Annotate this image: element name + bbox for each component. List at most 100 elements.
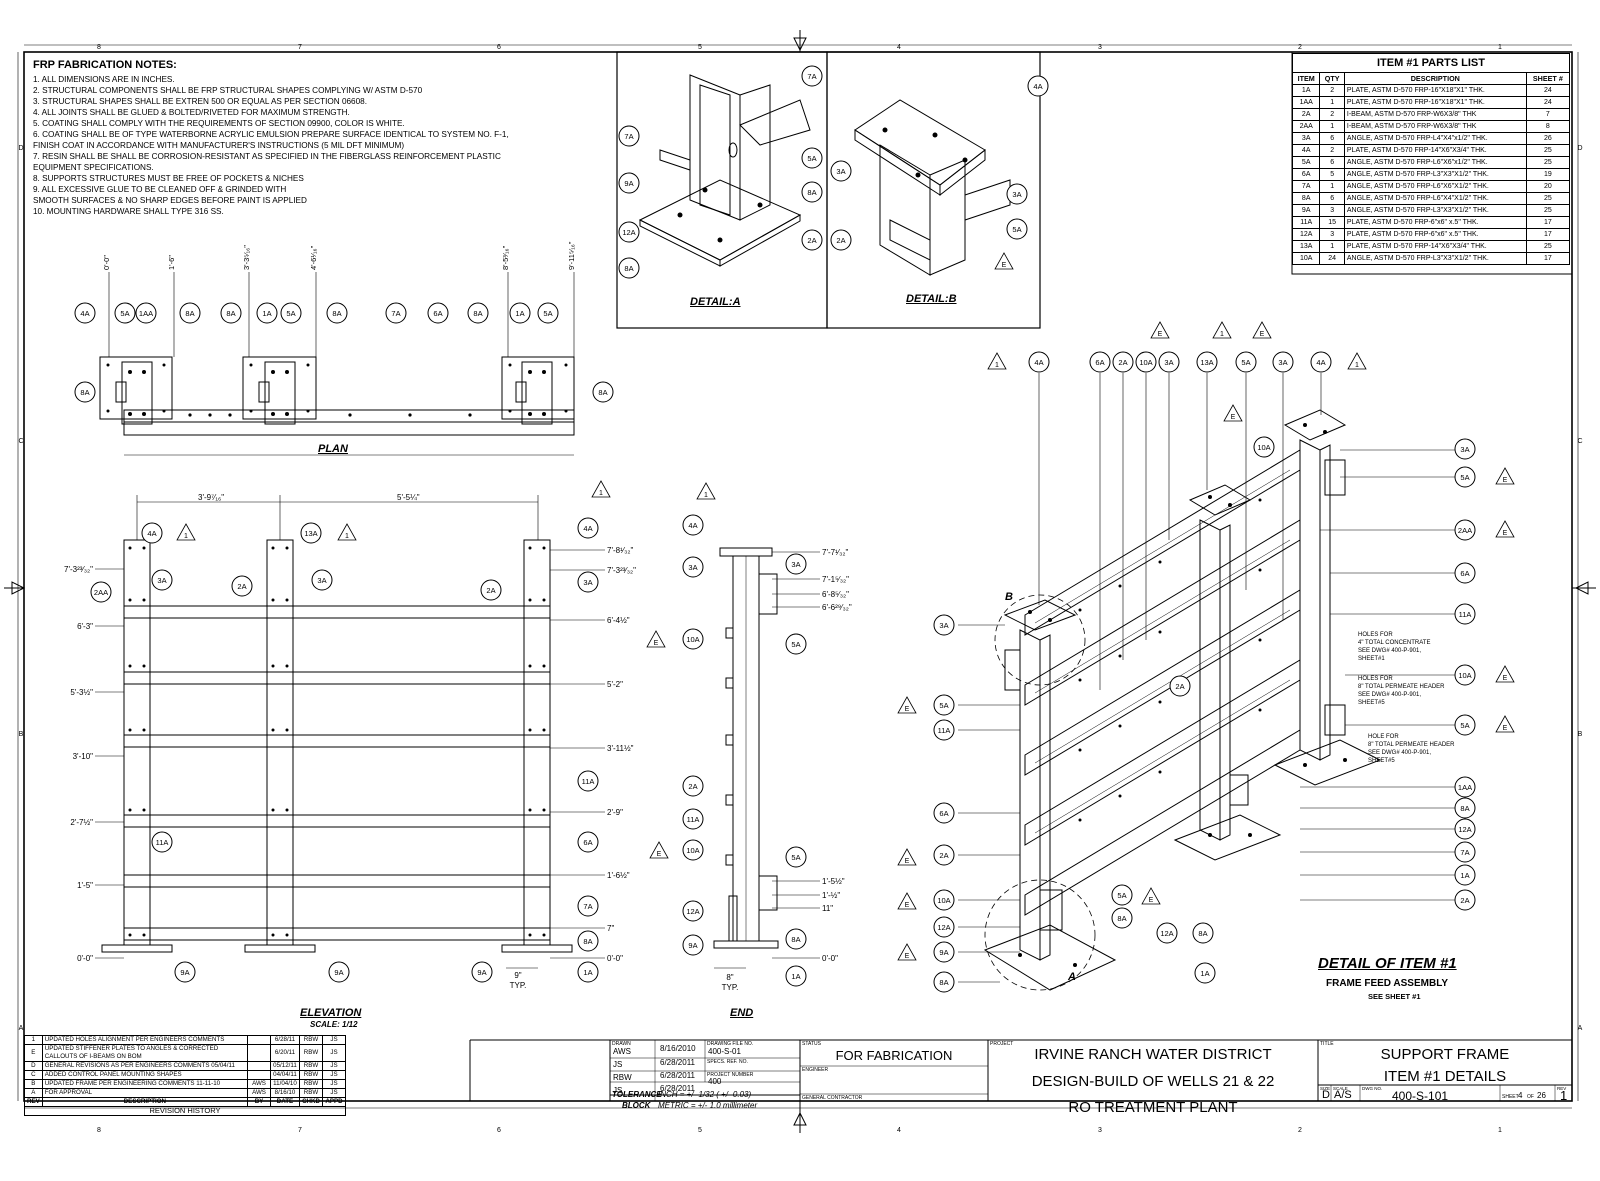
revision-triangle: E — [897, 892, 917, 910]
status-label: STATUS — [802, 1041, 821, 1047]
revision-mark: E — [1260, 331, 1265, 338]
revision-triangle: E — [1141, 887, 1161, 905]
rev-description: UPDATED HOLES ALIGNMENT PER ENGINEERS CO… — [41, 1035, 249, 1045]
iso-callout: 3A — [1454, 438, 1476, 460]
hole-note-line: 8" TOTAL PERMEATE HEADER — [1368, 742, 1455, 748]
elevation-holes — [128, 546, 546, 937]
sheet-label: SHEET — [1502, 1094, 1519, 1100]
item-callout: 2A — [480, 579, 502, 601]
item-callout: 9A — [682, 934, 704, 956]
item-callout: 2A — [231, 575, 253, 597]
part-description: ANGLE, ASTM D-570 FRP-L6"X6"x1/2" THK. — [1343, 156, 1527, 169]
callout-label: 11A — [687, 815, 700, 824]
item-callout: 2A — [682, 775, 704, 797]
part-description: PLATE, ASTM D-570 FRP-6"x6" x.5" THK. — [1343, 228, 1527, 241]
revision-mark: 1 — [345, 533, 349, 540]
hole-note-line: HOLES FOR — [1358, 676, 1393, 682]
iso-callout: 4A — [1310, 351, 1332, 373]
callout-label: 2AA — [94, 588, 108, 597]
revision-triangle: E — [897, 696, 917, 714]
dimension-label: 4'-6¹⁄₁₆" — [309, 245, 318, 270]
part-qty: 6 — [1319, 132, 1345, 145]
plan-callout: 1A — [509, 302, 531, 324]
item-callout: 8A — [801, 181, 823, 203]
note-line: EQUIPMENT SPECIFICATIONS. — [33, 163, 154, 172]
rev-header-date: DATE — [270, 1097, 300, 1107]
callout-label: 3A — [688, 563, 697, 572]
sheet-number: 4 — [1518, 1091, 1523, 1100]
rev-chkd: RBW — [299, 1079, 323, 1089]
callout-label: 3A — [1164, 358, 1173, 367]
callout-label: 4A — [147, 529, 156, 538]
callout-label: 2A — [807, 236, 816, 245]
item-callout: 8A — [618, 257, 640, 279]
rev-appd: JS — [322, 1079, 346, 1089]
rev-letter: B — [24, 1079, 43, 1089]
dimension-label: 3'-9⁷⁄₁₆" — [198, 493, 224, 502]
iso-callout: 5A — [1454, 466, 1476, 488]
grid-column-label: 7 — [298, 44, 302, 51]
item-callout: 3A — [1006, 183, 1028, 205]
iso-callout: 10A — [1135, 351, 1157, 373]
item-callout: 9A — [618, 172, 640, 194]
note-line: 9. ALL EXCESSIVE GLUE TO BE CLEANED OFF … — [33, 185, 287, 194]
parts-list-title: ITEM #1 PARTS LIST — [1292, 53, 1570, 72]
part-qty: 2 — [1319, 144, 1345, 157]
plan-callout: 7A — [385, 302, 407, 324]
note-line: 4. ALL JOINTS SHALL BE GLUED & BOLTED/RI… — [33, 108, 350, 117]
dimension-label: 8'-5³⁄₁₆" — [501, 245, 510, 270]
title-block-frame — [469, 1039, 1572, 1101]
dimension-label: 7" — [607, 924, 614, 933]
part-qty: 5 — [1319, 168, 1345, 181]
plan-callout: 8A — [179, 302, 201, 324]
callout-label: 6A — [583, 838, 592, 847]
rev-description: ADDED CONTROL PANEL MOUNTING SHAPES — [41, 1070, 249, 1080]
dimension-label: 7'-8¹⁄₃₂" — [607, 546, 633, 555]
rev-date: 11/04/10 — [270, 1079, 300, 1089]
revision-mark: E — [1503, 530, 1508, 537]
callout-label: 7A — [1460, 848, 1469, 857]
parts-header-description: DESCRIPTION — [1343, 72, 1527, 85]
title-label: TITLE — [1320, 1041, 1334, 1047]
part-item: 8A — [1291, 192, 1321, 205]
dimension-label: 1'-5" — [77, 881, 93, 890]
part-item: 7A — [1291, 180, 1321, 193]
revision-triangle: 1 — [1347, 352, 1367, 370]
scale-label: SCALE — [1333, 1086, 1348, 1091]
callout-label: 9A — [688, 941, 697, 950]
callout-label: 12A — [686, 907, 699, 916]
part-item: 2AA — [1291, 120, 1321, 133]
dimension-label: 1'-6" — [167, 255, 176, 270]
callout-label: 10A — [937, 896, 950, 905]
dimension-label: 5'-3½" — [70, 688, 93, 697]
item-callout: 12A — [618, 221, 640, 243]
revision-triangle: E — [1495, 665, 1515, 683]
appr-date: 6/28/2011 — [660, 1084, 695, 1093]
iso-callout: 12A — [1156, 922, 1178, 944]
rev-header-appd: APPD — [322, 1097, 346, 1107]
item-callout: 2A — [830, 229, 852, 251]
hole-note-line: SEE DWG# 400-P-901, — [1368, 750, 1431, 756]
grid-row-label: C — [18, 438, 23, 445]
callout-label: 12A — [622, 228, 635, 237]
size-label: SIZE — [1320, 1086, 1331, 1091]
callout-label: 7A — [624, 132, 633, 141]
callout-label: 8A — [583, 937, 592, 946]
note-line: 6. COATING SHALL BE OF TYPE WATERBORNE A… — [33, 130, 509, 139]
note-line: SMOOTH SURFACES & NO SHARP EDGES BEFORE … — [33, 196, 307, 205]
revision-triangle: 1 — [176, 523, 196, 541]
dimension-label: 3'-3⁵⁄₁₆" — [242, 245, 251, 270]
item-callout: 13A — [300, 522, 322, 544]
dimension-label: 6'-4½" — [607, 616, 630, 625]
dimension-label: 5'-2" — [607, 680, 623, 689]
callout-label: 6A — [1095, 358, 1104, 367]
dimension-label: 1'-½" — [822, 891, 840, 900]
note-line: 3. STRUCTURAL SHAPES SHALL BE EXTREN 500… — [33, 97, 367, 106]
hole-note-line: 8" TOTAL PERMEATE HEADER — [1358, 684, 1445, 690]
part-description: PLATE, ASTM D-570 FRP-14"X6"X3/4" THK. — [1343, 144, 1527, 157]
